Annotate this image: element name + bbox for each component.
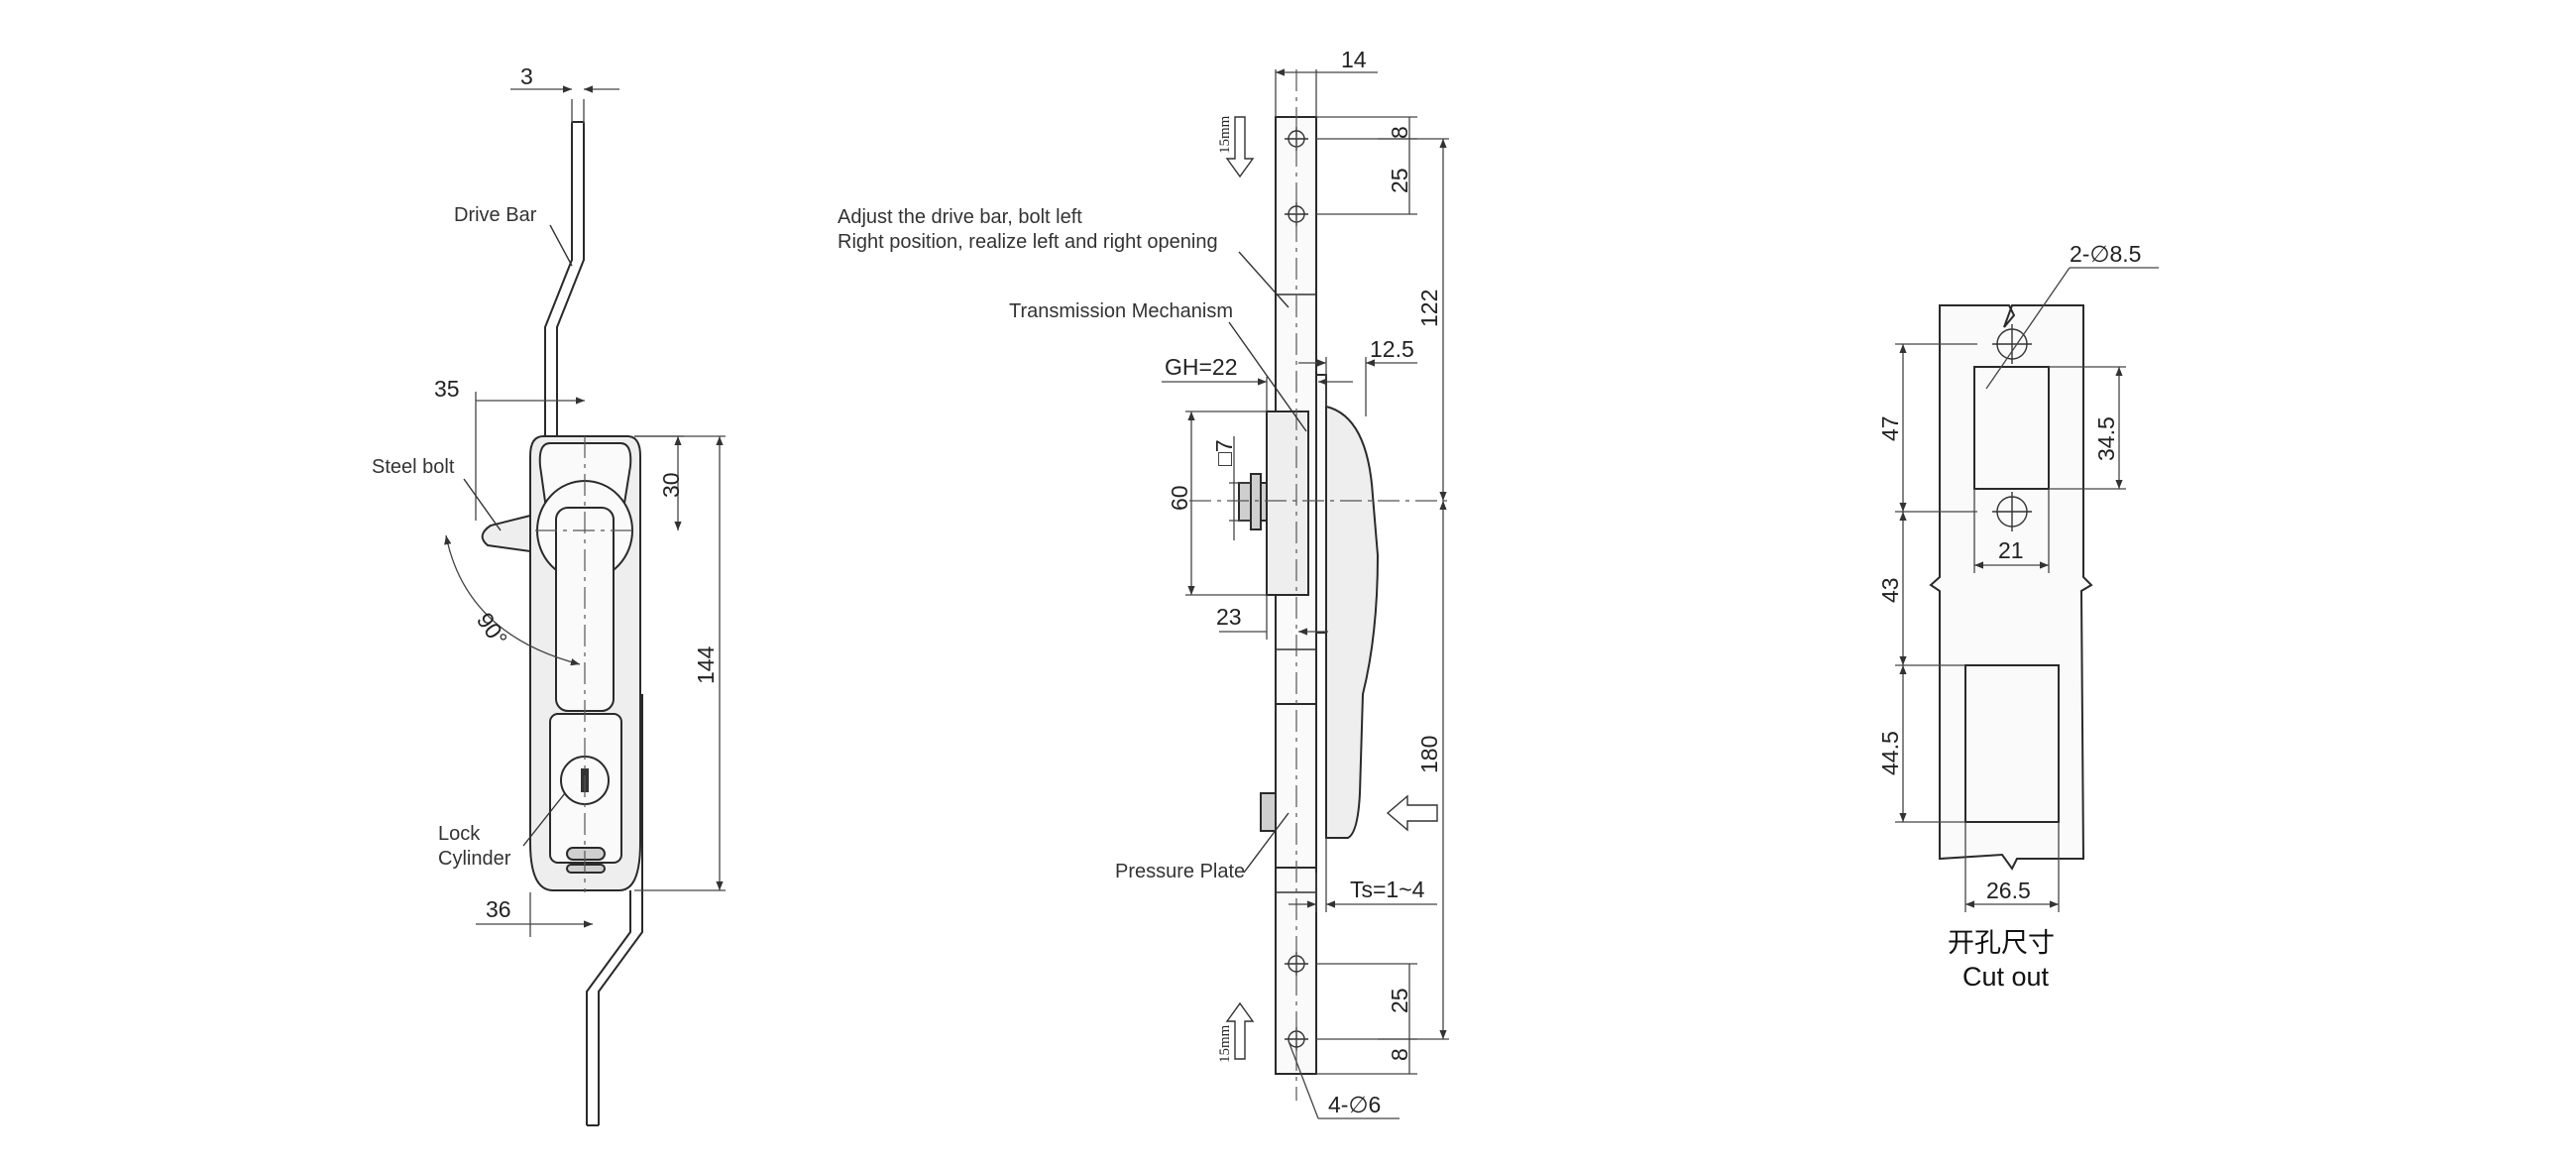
drive-bar-top-edge (556, 122, 585, 436)
dim-square-7: □7 (1211, 439, 1237, 466)
label-adjust-2: Right position, realize left and right o… (838, 231, 1218, 253)
dim-122: 122 (1416, 290, 1442, 327)
side-view: 3 35 30 144 36 90° Drive Bar Steel bolt … (372, 63, 726, 1126)
label-transmission: Transmission Mechanism (1009, 300, 1233, 322)
label-lock-cylinder-1: Lock (438, 823, 481, 845)
dim-offset-bottom: 36 (486, 896, 511, 922)
label-steel-bolt: Steel bolt (372, 456, 455, 478)
cutout-rect-upper (1973, 366, 2050, 490)
drive-bar-top (544, 122, 573, 436)
stroke-top: 15mm (1217, 115, 1233, 154)
cutout-title-en: Cut out (1962, 962, 2050, 992)
dim-ts: Ts=1~4 (1350, 877, 1425, 902)
dim-angle: 90° (472, 608, 512, 650)
dim-holes-cutout: 2-∅8.5 (2070, 241, 2141, 267)
dim-14: 14 (1341, 47, 1367, 72)
dim-60: 60 (1167, 485, 1192, 511)
dim-12-5: 12.5 (1370, 336, 1414, 362)
dim-47: 47 (1877, 415, 1903, 441)
dim-26-5: 26.5 (1986, 878, 2031, 903)
dim-bar-width: 3 (520, 63, 533, 89)
dim-height-30: 30 (658, 472, 684, 498)
dim-25-bottom: 25 (1387, 988, 1412, 1013)
dim-8-top: 8 (1387, 126, 1412, 139)
dim-height-144: 144 (693, 645, 719, 684)
front-handle-profile (1325, 405, 1380, 839)
dim-21: 21 (1998, 537, 2024, 563)
dim-25-top: 25 (1387, 168, 1412, 193)
cutout-title-cn: 开孔尺寸 (1948, 928, 2055, 958)
dim-43: 43 (1877, 577, 1903, 603)
label-drive-bar: Drive Bar (454, 204, 537, 226)
dim-23: 23 (1216, 604, 1242, 630)
front-view: 15mm 15mm 14 8 25 122 12.5 GH=22 (838, 47, 1449, 1119)
steel-bolt (481, 514, 531, 553)
label-lock-cylinder-2: Cylinder (438, 848, 511, 870)
stroke-bottom: 15mm (1217, 1024, 1233, 1063)
dim-180: 180 (1416, 736, 1442, 773)
dim-holes-front: 4-∅6 (1328, 1092, 1381, 1117)
label-pressure-plate: Pressure Plate (1115, 861, 1245, 882)
dim-offset-top: 35 (434, 376, 460, 402)
dim-34-5: 34.5 (2093, 416, 2119, 461)
drive-bar-bottom (586, 890, 631, 1125)
dim-gh: GH=22 (1165, 354, 1238, 380)
cutout-rect-lower (1964, 664, 2060, 823)
push-arrow (1386, 794, 1438, 832)
transmission-mechanism (1266, 410, 1309, 596)
cutout-view: 2-∅8.5 47 34.5 21 43 44.5 26.5 开孔尺寸 Cut … (1877, 241, 2159, 992)
dim-8-bottom: 8 (1387, 1048, 1412, 1061)
label-adjust-1: Adjust the drive bar, bolt left (838, 206, 1082, 228)
dim-44-5: 44.5 (1877, 731, 1903, 775)
